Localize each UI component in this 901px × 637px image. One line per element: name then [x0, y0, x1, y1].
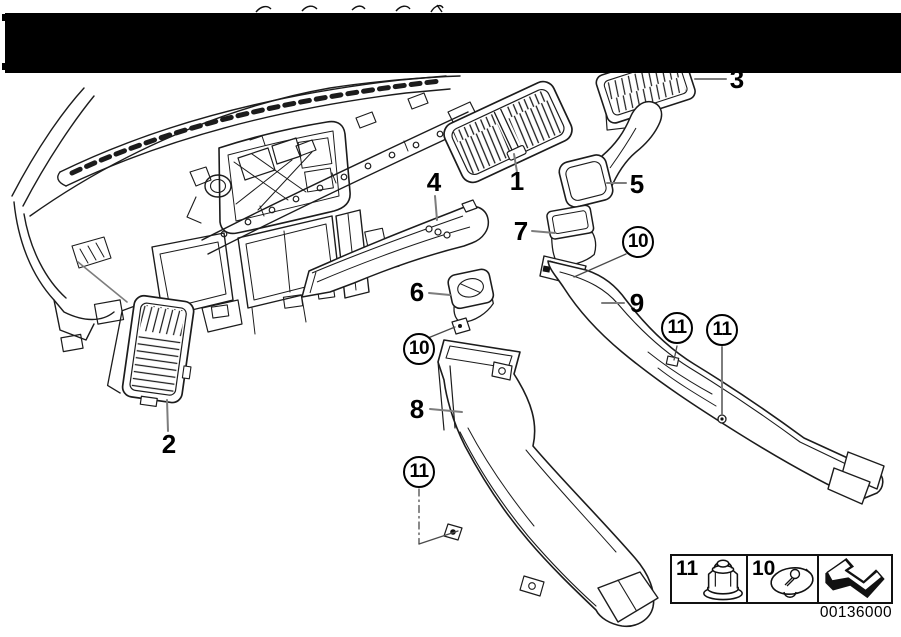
circled-label-11-c: 11 — [706, 314, 738, 346]
part-label-4: 4 — [426, 167, 442, 197]
redacted-title-bar — [5, 13, 901, 73]
direction-arrow-icon — [825, 557, 885, 599]
circled-label-11-a: 11 — [403, 456, 435, 488]
circled-label-10-b: 10 — [403, 333, 435, 365]
part-label-7: 7 — [513, 216, 529, 246]
legend-item-clip: 10 — [746, 556, 817, 602]
document-number: 00136000 — [819, 604, 892, 621]
part-label-2: 2 — [161, 429, 177, 459]
leader-lines — [77, 78, 727, 545]
part-label-9: 9 — [629, 288, 645, 318]
part-label-5: 5 — [629, 169, 645, 199]
part-4-duct — [301, 199, 490, 298]
redaction-notch — [2, 14, 6, 21]
part-1-center-vent — [443, 80, 573, 184]
circled-label-11-b: 11 — [661, 312, 693, 344]
part-2-side-vent-left — [106, 294, 195, 408]
legend-item-arrow — [817, 556, 891, 602]
legend-ref-11: 11 — [676, 557, 699, 580]
fastener-legend: 11 10 — [670, 554, 893, 604]
dashboard-assembly — [11, 75, 478, 353]
part-8-duct — [437, 317, 659, 628]
redaction-notch — [2, 63, 6, 70]
legend-ref-10: 10 — [752, 557, 776, 580]
circled-label-10-a: 10 — [622, 226, 654, 258]
legend-item-nut: 11 — [672, 556, 746, 602]
part-5-duct — [558, 100, 663, 208]
part-label-8: 8 — [409, 394, 425, 424]
part-label-6: 6 — [409, 277, 425, 307]
part-label-1: 1 — [509, 166, 525, 196]
nut-fastener-icon — [703, 559, 743, 601]
clip-fastener-icon — [770, 566, 814, 598]
part-9-duct — [539, 255, 885, 505]
part-6-vent — [447, 268, 495, 323]
part-label-3: 3 — [729, 64, 745, 94]
part-7-adapter — [546, 204, 597, 266]
art-fragments-above-bar — [255, 4, 444, 13]
